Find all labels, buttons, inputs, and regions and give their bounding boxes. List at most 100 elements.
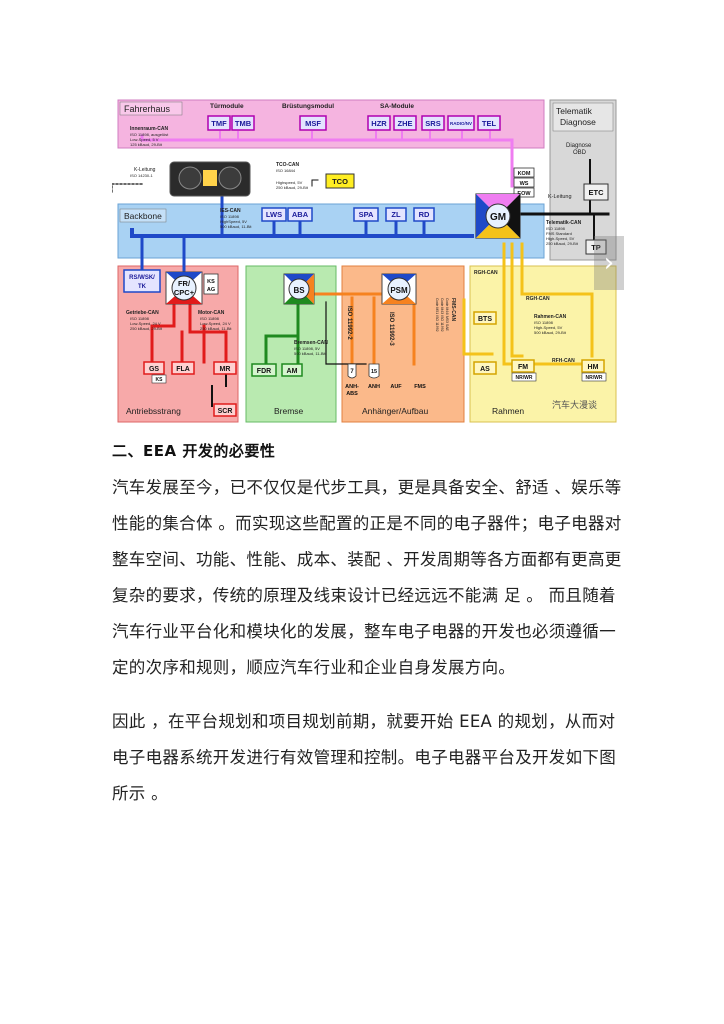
bremse-label: Bremse (274, 406, 304, 416)
brustungsmodul-label: Brüstungsmodul (282, 103, 334, 110)
node-mr: MR (213, 361, 237, 375)
node-eow-label: EOW (517, 191, 531, 197)
rgh-can-mid-label: RGH-CAN (526, 296, 550, 302)
node-hzr-label: HZR (371, 119, 387, 128)
node-srs: SRS (421, 115, 445, 131)
node-as-label: AS (480, 366, 490, 373)
node-anh-label: ANH (368, 384, 380, 390)
node-tco: TCO (325, 173, 355, 189)
node-lws: LWS (261, 207, 287, 222)
node-fdr: FDR (251, 363, 277, 377)
innenraum-can-line-3: Low-Speed, 5 V (130, 137, 159, 142)
motor-can-line-2: ISO 11898 (200, 316, 220, 321)
node-rd-label: RD (419, 210, 430, 219)
node-gs: GS (143, 361, 165, 375)
node-zhe: ZHE (393, 115, 417, 131)
rgh-can-top-label: RGH-CAN (474, 270, 498, 276)
telematik-can-line-5: 250 kBaud, 29-Bit (546, 241, 579, 246)
tco-can-line-2: ISO 16844 (276, 168, 296, 173)
node-rs-wsk: RS/WSK/TK (123, 269, 161, 293)
node-srs-label: SRS (425, 119, 440, 128)
node-nr-wr-2: NR/WR (581, 372, 607, 382)
node-etc-label: ETC (589, 188, 605, 197)
tco-can-line-5: 250 kBaud, 29-Bit (276, 185, 309, 190)
telematik-can-line-3: FMS Standard (546, 231, 572, 236)
getriebe-can-label: Getriebe-CAN (126, 310, 159, 316)
k-leitung-left-iso: ISO 14230-1 (130, 173, 153, 178)
node-tmb: TMB (231, 115, 255, 131)
rahmen-can-label: Rahmen-CAN (534, 314, 567, 320)
backbone-area (117, 203, 545, 259)
diagnose-obd-label-2: OBD (573, 150, 587, 156)
node-fdr-label: FDR (257, 368, 271, 375)
node-bs-label: BS (293, 286, 305, 295)
fms-can-line-2: Code M44/ M53 SAE (445, 298, 449, 332)
node-etc: ETC (583, 183, 609, 201)
node-aba-label: ABA (292, 210, 309, 219)
fms-can-line-4: Code M51 ISO 11992 (435, 298, 439, 332)
node-fr-label-1: FR/ (178, 279, 191, 288)
node-tco-label: TCO (332, 177, 348, 186)
node-nr-wr-1: NR/WR (511, 372, 537, 382)
motor-can-line-4: 250 kBaud, 11-Bit (200, 326, 232, 331)
node-ws-label: WS (520, 181, 529, 187)
node-tp-label: TP (591, 243, 601, 252)
node-kom-label: KOM (518, 171, 531, 177)
fahrerhaus-label: Fahrerhaus (124, 104, 171, 114)
tco-can-label: TCO-CAN (276, 162, 299, 168)
node-rs-wsk-label-1: RS/WSK/ (129, 275, 155, 281)
node-tel: TEL (477, 115, 501, 131)
node-aba: ABA (287, 207, 313, 222)
ies-can-line-2: ISO 11898 (220, 214, 240, 219)
node-pin7: 7 (347, 363, 357, 379)
node-scr: SCR (213, 403, 237, 417)
innenraum-can-line-2: ISO 11898, ausgelöst (130, 132, 169, 137)
node-radio: RADIO/NV (447, 115, 475, 131)
node-hm-label: HM (588, 364, 599, 371)
node-fr-label-2: CPC+ (174, 288, 195, 297)
diagnose-label: Diagnose (560, 117, 596, 127)
node-am: AM (281, 363, 303, 377)
node-as: AS (473, 361, 497, 375)
node-tp: TP (585, 239, 607, 255)
bremsen-can-line-3: 500 kBaud, 11-Bit (294, 351, 326, 356)
node-tel-label: TEL (482, 119, 497, 128)
node-tmf: TMF (207, 115, 231, 131)
iso-11992-3-label: ISO 11992-3 (388, 312, 394, 346)
rahmen-label: Rahmen (492, 406, 524, 416)
innenraum-can-label: Innenraum-CAN (130, 126, 168, 132)
node-anh-abs-label-2: ABS (346, 391, 358, 397)
node-bts: BTS (473, 311, 497, 325)
getriebe-can-line-2: ISO 11898 (130, 316, 150, 321)
iso-11992-2-label: ISO 11992-2 (346, 306, 352, 340)
eea-network-diagram: Fahrerhaus Türmodule Brüstungsmodul SA-M… (112, 99, 617, 423)
ies-can-label: IES-CAN (220, 208, 241, 214)
bus-lines (112, 131, 610, 407)
node-fr-cpc: FR/ CPC+ (165, 271, 203, 305)
antriebsstrang-label: Antriebsstrang (126, 406, 181, 416)
carousel-next-button[interactable]: › (594, 236, 624, 290)
rahmen-can-line-4: 500 kBaud, 29-Bit (534, 330, 567, 335)
innenraum-can-line-4: 125 kBaud, 29-Bit (130, 142, 163, 147)
node-pin15: 15 (368, 363, 380, 379)
node-lws-label: LWS (266, 210, 282, 219)
sa-module-label: SA-Module (380, 103, 414, 110)
section-heading: 二、EEA 开发的必要性 (112, 442, 276, 460)
node-gs-label: GS (149, 366, 159, 373)
node-hzr: HZR (367, 115, 391, 131)
telematik-can-line-4: High-Speed, 5V (546, 236, 575, 241)
ies-can-line-3: HighSpeed, 5V (220, 219, 247, 224)
ies-can-line-4: 500 kBaud, 11-Bit (220, 224, 252, 229)
bremsen-can-label: Bremsen-CAN (294, 340, 328, 346)
node-scr-label: SCR (218, 408, 233, 415)
turmodule-label: Türmodule (210, 103, 244, 110)
watermark: 汽车大漫谈 (552, 399, 597, 410)
node-anh-abs-label-1: ANH- (345, 384, 359, 390)
rahmen-can-line-2: ISO 11898 (534, 320, 554, 325)
fms-can-line-3: Code M43 ISO 11992 (440, 298, 444, 332)
bremsen-can-line-2: ISO 11898, 5V (294, 346, 320, 351)
paragraph-2: 因此 ，在平台规划和项目规划前期，就要开始 EEA 的规划，从而对电子电器系统开… (112, 712, 616, 803)
node-psm-label: PSM (390, 286, 408, 295)
node-tmf-label: TMF (211, 119, 227, 128)
node-fm-label: FM (518, 364, 528, 371)
